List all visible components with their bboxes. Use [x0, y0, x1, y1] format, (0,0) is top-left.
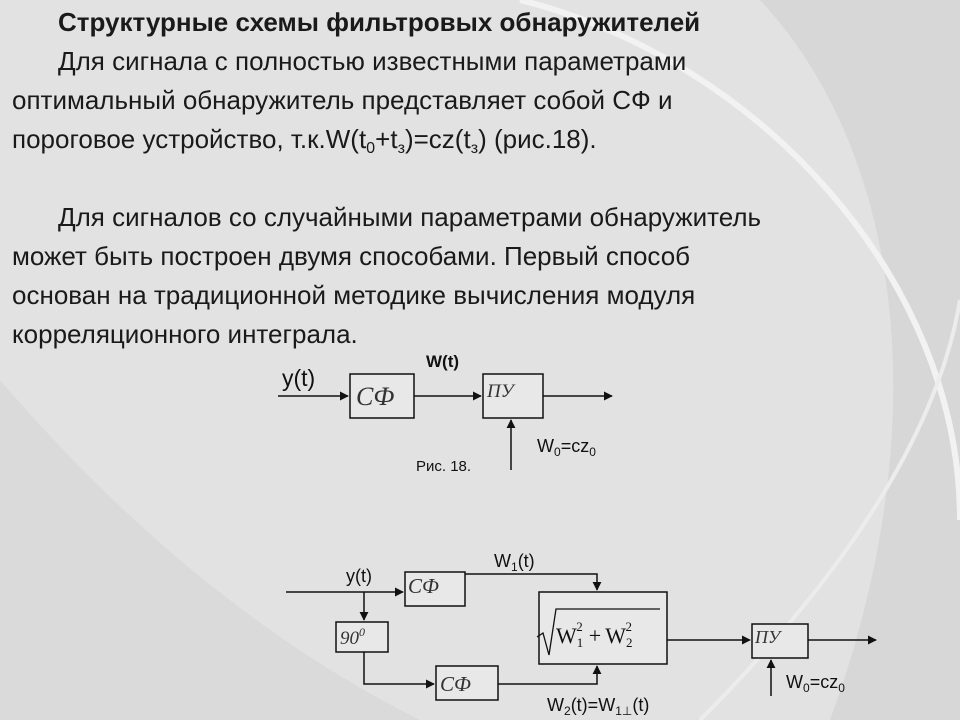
d2-sf-bottom-block — [435, 665, 499, 701]
bg-left-shade — [0, 380, 420, 720]
d2-input-label: y(t) — [346, 566, 372, 586]
d2-w1-label: W1(t) — [494, 551, 535, 574]
d2-sf-bottom-label: СФ — [440, 672, 471, 696]
d2-sf-top-label: СФ — [408, 574, 439, 598]
slide-title: Структурные схемы фильтровых обнаружител… — [58, 7, 701, 37]
d2-sf-top-to-sqrt-line — [465, 573, 602, 591]
d2-pu-block — [751, 623, 809, 659]
d1-pu-label: ПУ — [486, 381, 516, 402]
d2-sqrt-formula: W12+W22 — [556, 619, 632, 650]
d2-sqrt-radical — [536, 608, 660, 656]
d2-w2-label: W2(t)=W1⊥(t) — [547, 695, 649, 718]
d1-w-label: W(t) — [426, 352, 459, 371]
d2-phase-block — [335, 621, 389, 653]
diagram-2: y(t) СФ 900 СФ W1(t) W2(t)=W1⊥(t) W12+W2… — [286, 551, 877, 718]
d1-caption: Рис. 18. — [416, 458, 471, 475]
bg-swoosh-arc — [519, 0, 960, 521]
d1-pu-block — [482, 373, 544, 419]
diagram-1: y(t) СФ W(t) ПУ W0=cz0 Рис. 18. — [278, 352, 613, 475]
bg-swoosh-large — [760, 0, 960, 720]
d2-phase-to-sf-line — [363, 652, 435, 689]
paragraph-1: Для сигнала с полностью известными парам… — [12, 46, 687, 157]
d2-pu-label: ПУ — [754, 627, 782, 647]
d1-sf-block — [349, 373, 415, 419]
d2-threshold-label: W0=cz0 — [786, 672, 845, 695]
d2-sf-bottom-to-sqrt-line — [498, 665, 602, 685]
d1-input-label: y(t) — [282, 365, 315, 391]
paragraph-2: Для сигналов со случайными параметрами о… — [12, 202, 762, 349]
d2-sf-top-block — [404, 571, 466, 607]
d2-sqrt-block — [538, 591, 668, 665]
d1-threshold-label: W0=cz0 — [537, 436, 596, 459]
d2-phase-label: 900 — [340, 625, 365, 649]
d1-sf-label: СФ — [356, 382, 394, 411]
